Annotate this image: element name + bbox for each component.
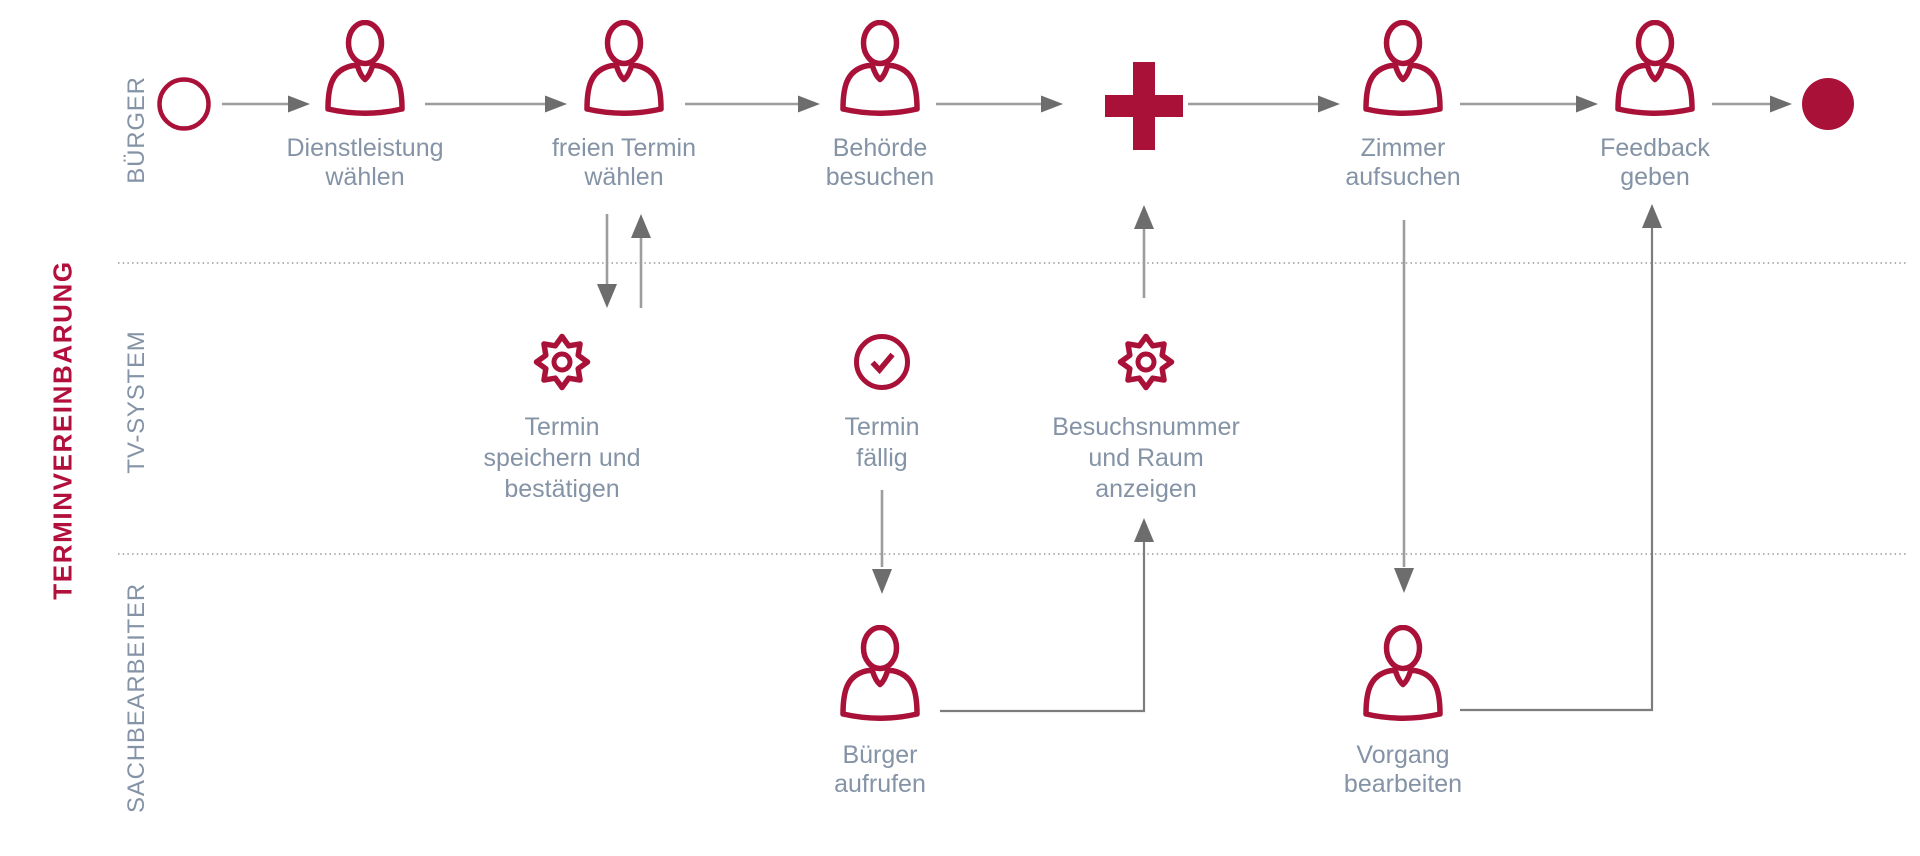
elbow-buerger-besuchsnummer: [940, 518, 1154, 713]
arrow-down-termin-speichern: [597, 214, 617, 308]
flow-arrow: [936, 95, 1063, 113]
lane-label-tv-system: TV-SYSTEM: [123, 330, 150, 474]
node-label: Besuchsnummer und Raum anzeigen: [1052, 413, 1240, 503]
flow-arrow: [222, 95, 310, 113]
node-label: Feedback geben: [1600, 134, 1710, 191]
node-label: freien Termin wählen: [551, 134, 697, 191]
node-label: Bürger aufrufen: [834, 741, 926, 798]
node-label: Dienstleistung wählen: [286, 134, 444, 191]
node-end-event: [1698, 77, 1920, 131]
arrow-up-termin-bestaetigt: [631, 214, 651, 308]
arrow-down-termin-faellig: [872, 490, 892, 594]
node-termin-speichern: Termin speichern und bestätigen: [432, 326, 692, 505]
node-feedback-geben: Feedback geben: [1525, 20, 1785, 192]
node-label: Zimmer aufsuchen: [1345, 134, 1461, 191]
clock-check-icon: [854, 334, 910, 390]
node-parallel-gateway: [1014, 62, 1274, 150]
person-icon: [325, 20, 405, 116]
end-circle-icon: [1802, 78, 1854, 130]
node-label: Termin speichern und bestätigen: [483, 413, 641, 503]
node-label: Behörde besuchen: [825, 134, 935, 191]
person-icon: [1363, 20, 1443, 116]
gear-icon: [1117, 333, 1175, 391]
node-label: Termin fällig: [844, 413, 920, 472]
flow-arrow: [1188, 95, 1340, 113]
node-dienstleistung-waehlen: Dienstleistung wählen: [235, 20, 495, 192]
node-besuchsnummer-anzeigen: Besuchsnummer und Raum anzeigen: [1016, 326, 1276, 505]
person-icon: [840, 625, 920, 721]
node-termin-faellig: Termin fällig: [752, 333, 1012, 474]
node-buerger-aufrufen: Bürger aufrufen: [750, 625, 1010, 799]
arrow-up-gateway: [1134, 205, 1154, 298]
node-zimmer-aufsuchen: Zimmer aufsuchen: [1273, 20, 1533, 192]
plus-gateway-icon: [1105, 62, 1183, 150]
flow-arrow: [425, 95, 567, 113]
elbow-vorgang-feedback: [1460, 204, 1662, 712]
person-icon: [1363, 625, 1443, 721]
start-circle-icon: [157, 77, 211, 131]
node-start-event: [54, 76, 314, 132]
node-label: Vorgang bearbeiten: [1343, 741, 1463, 798]
person-icon: [840, 20, 920, 116]
person-icon: [584, 20, 664, 116]
arrow-down-zimmer-vorgang: [1394, 220, 1414, 593]
node-behoerde-besuchen: Behörde besuchen: [750, 20, 1010, 192]
lane-label-sachbearbeiter: SACHBEARBEITER: [123, 583, 150, 813]
flow-arrow: [1460, 95, 1598, 113]
gear-icon: [533, 333, 591, 391]
person-icon: [1615, 20, 1695, 116]
flow-arrow: [1712, 95, 1792, 113]
flow-arrow: [685, 95, 820, 113]
node-freien-termin-waehlen: freien Termin wählen: [494, 20, 754, 192]
node-vorgang-bearbeiten: Vorgang bearbeiten: [1273, 625, 1533, 799]
diagram-title: TERMINVEREINBARUNG: [47, 260, 78, 600]
